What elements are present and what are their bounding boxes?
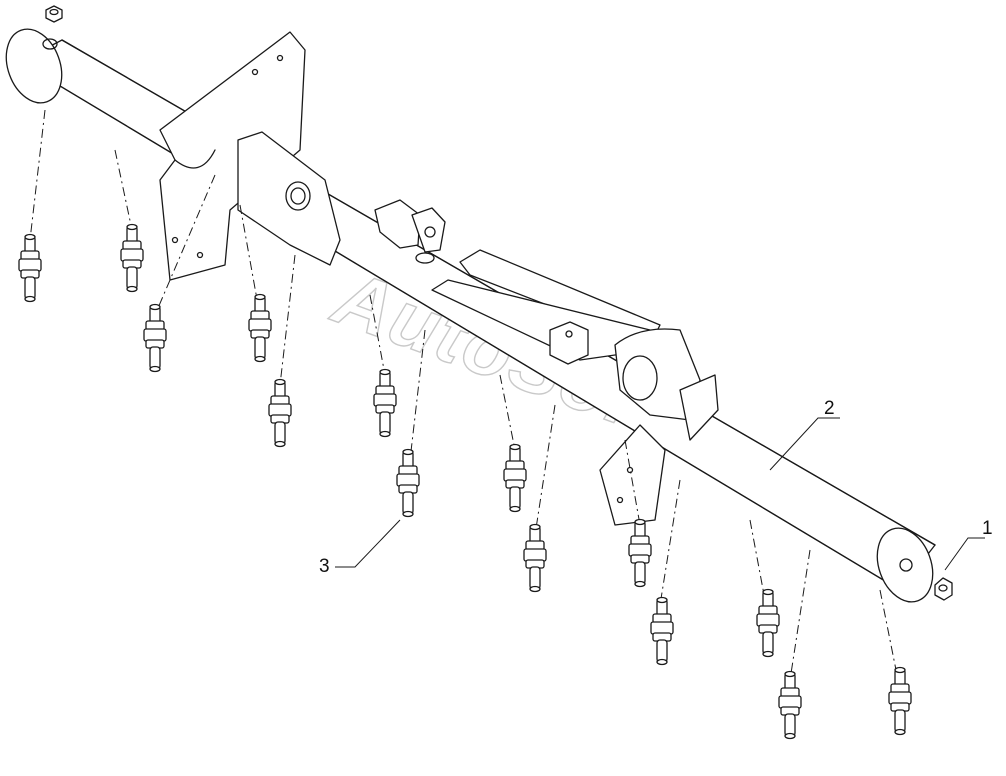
callout-2-label: 2 [824,398,835,419]
stud-fitting [248,293,272,363]
axle-tube [5,28,936,603]
stud-fitting [503,443,527,513]
callout-3-label: 3 [319,556,330,577]
end-plug-nut [934,577,953,601]
centerlines [29,109,898,681]
center-bracket [237,131,341,266]
stud-fitting [373,368,397,438]
stud-group [18,223,912,740]
clevis-mounts [374,199,446,264]
callout-1-label: 1 [982,518,993,539]
stud-fitting [120,223,144,293]
stud-fitting [756,588,780,658]
stud-fitting [888,666,912,736]
stud-fitting [778,670,802,740]
stud-fitting [628,518,652,588]
stud-fitting [18,233,42,303]
stud-fitting [650,596,674,666]
right-arm-structure [431,249,719,526]
top-nut [45,5,63,23]
callout-leaders [335,417,985,571]
stud-fitting [268,378,292,448]
stud-fitting [143,303,167,373]
stud-fitting [396,448,420,518]
stud-fitting [523,523,547,593]
